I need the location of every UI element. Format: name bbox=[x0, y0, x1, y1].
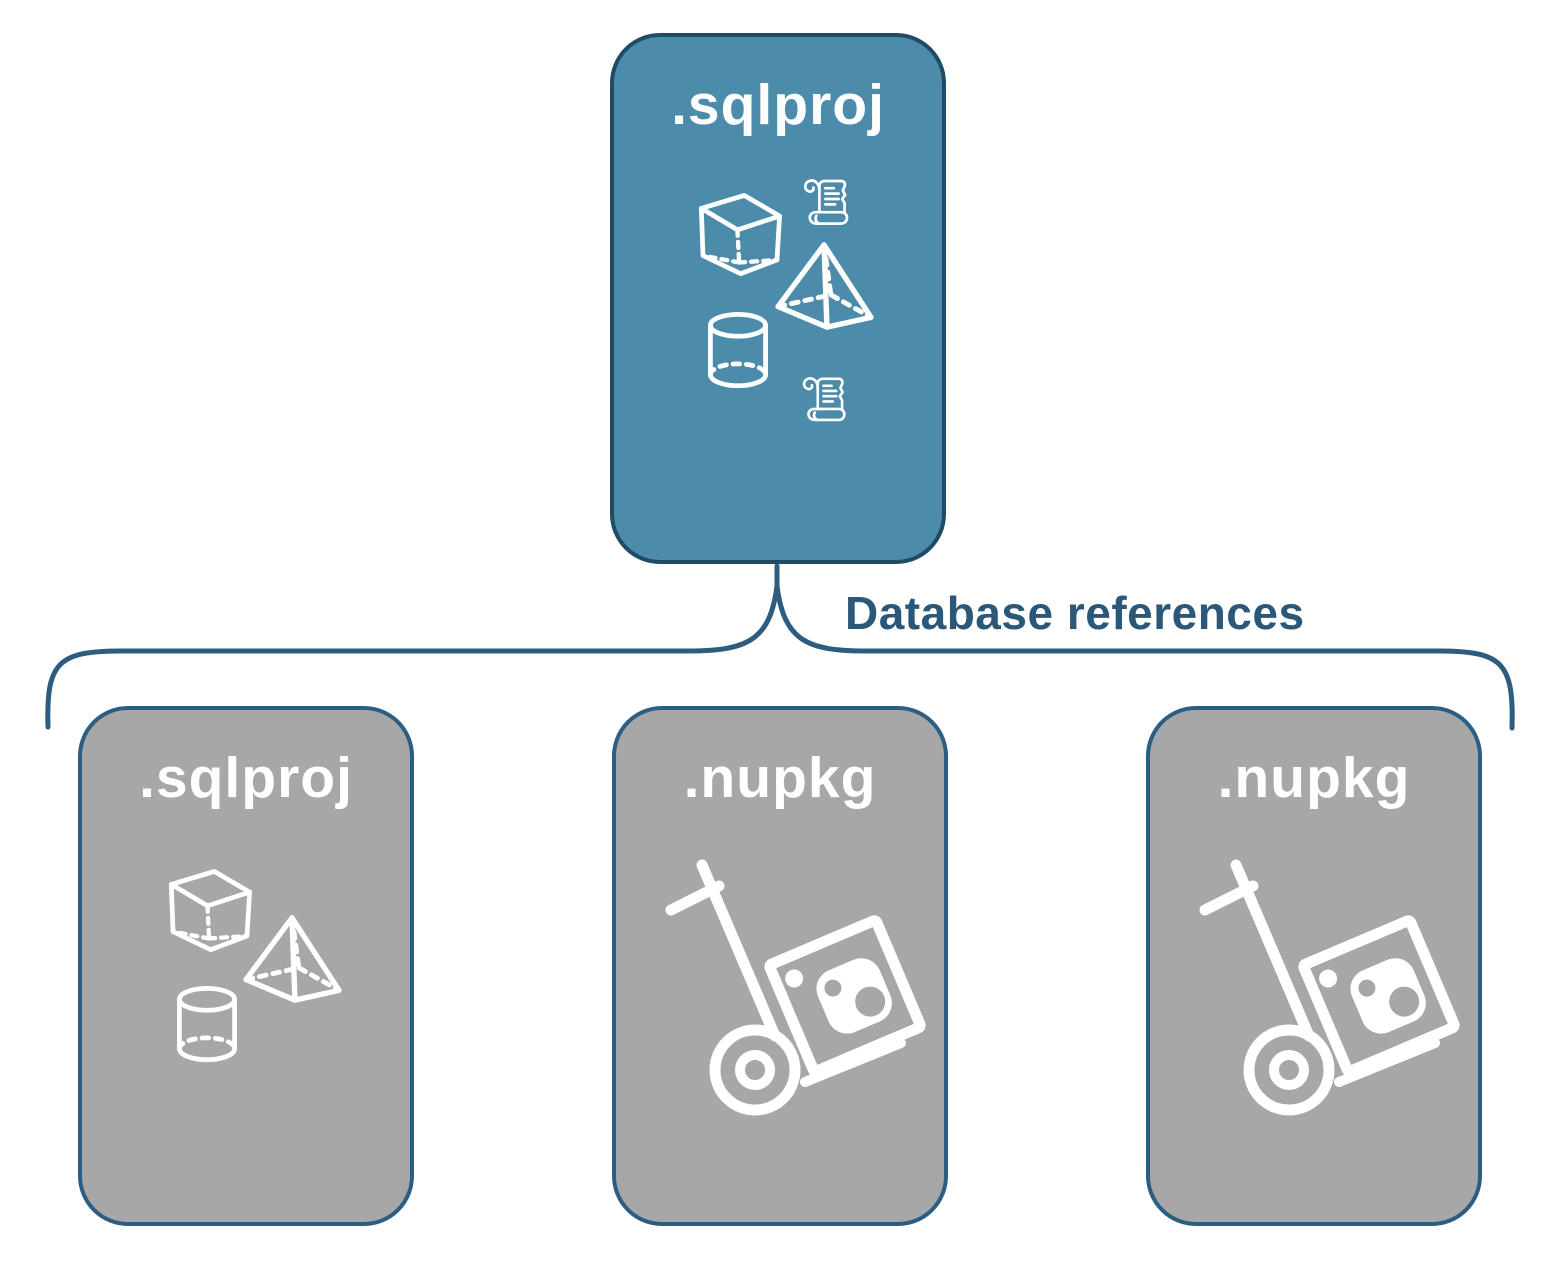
node-nupkg-reference-2: .nupkg bbox=[1146, 706, 1482, 1226]
node-sqlproj-reference: .sqlproj bbox=[78, 706, 414, 1226]
node-label: .nupkg bbox=[1217, 746, 1411, 810]
node-sqlproj-root: .sqlproj bbox=[610, 33, 946, 564]
connector-label: Database references bbox=[845, 587, 1305, 639]
node-label: .sqlproj bbox=[139, 746, 353, 810]
node-label: .nupkg bbox=[683, 746, 877, 810]
package-dolly-icon bbox=[1198, 858, 1460, 1130]
pyramid-icon bbox=[240, 915, 346, 1005]
node-nupkg-reference-1: .nupkg bbox=[612, 706, 948, 1226]
package-dolly-icon bbox=[664, 858, 926, 1130]
database-cylinder-icon bbox=[173, 986, 241, 1064]
node-label: .sqlproj bbox=[671, 73, 885, 137]
